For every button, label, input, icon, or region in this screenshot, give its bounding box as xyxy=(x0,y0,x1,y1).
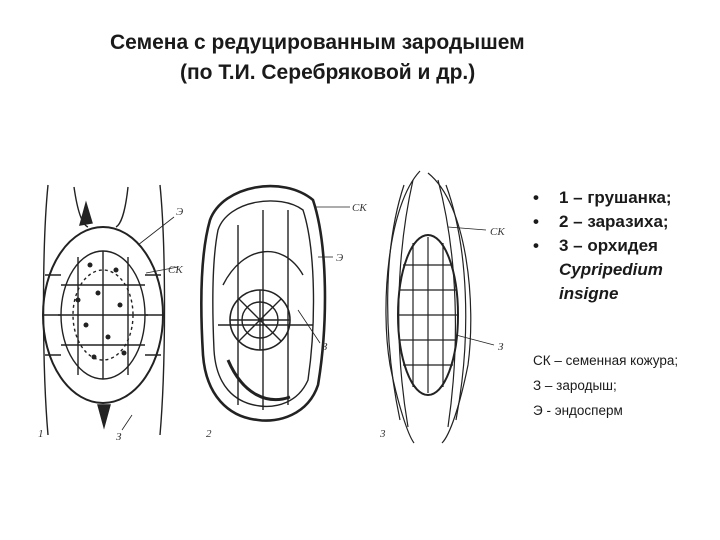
legend-embryo: З – зародыш; xyxy=(533,378,617,393)
seed-1-embryo-label: З xyxy=(116,431,122,443)
seed-3-drawing xyxy=(385,170,472,444)
bullet-icon: • xyxy=(533,188,539,207)
legend-endosperm: Э - эндосперм xyxy=(533,403,623,418)
seed-1-drawing xyxy=(42,184,166,436)
abbreviation-legend: СК – семенная кожура; З – зародыш; Э - э… xyxy=(533,348,713,423)
species-item-text: 2 – заразиха; xyxy=(559,212,669,231)
title-line-2: (по Т.И. Серебряковой и др.) xyxy=(180,61,476,84)
seed-2-coat-label: СК xyxy=(352,202,367,214)
species-item-text: 3 – орхидея xyxy=(559,236,658,255)
bullet-icon: • xyxy=(533,236,539,255)
seed-2-embryo-label: З xyxy=(322,341,328,353)
bullet-icon: • xyxy=(533,212,539,231)
species-item-1: • 1 – грушанка; xyxy=(533,186,713,210)
seed-2-drawing xyxy=(199,184,327,422)
species-item-text: 1 – грушанка; xyxy=(559,188,672,207)
species-list: • 1 – грушанка; • 2 – заразиха; • 3 – ор… xyxy=(533,186,713,306)
seed-2-endosperm-label: Э xyxy=(336,252,343,264)
seed-1-endosperm-label: Э xyxy=(176,206,183,218)
seed-3-coat-label: СК xyxy=(490,226,505,238)
seed-2-number: 2 xyxy=(206,428,212,440)
seed-3-number: 3 xyxy=(379,428,386,440)
species-item-3: • 3 – орхидея Cypripedium insigne xyxy=(533,234,713,306)
slide-title: Семена с редуцированным зародышем (по Т.… xyxy=(110,28,630,88)
seed-1-coat-label: СК xyxy=(168,264,183,276)
species-item-2: • 2 – заразиха; xyxy=(533,210,713,234)
species-genus: Cypripedium xyxy=(559,260,663,279)
title-line-1: Семена с редуцированным зародышем xyxy=(110,31,525,54)
seed-3-embryo-label: З xyxy=(498,341,504,353)
species-epithet: insigne xyxy=(559,284,619,303)
legend-coat: СК – семенная кожура; xyxy=(533,353,679,368)
seed-illustrations: Э СК 1 З СК Э З 2 СК З 3 xyxy=(38,170,505,444)
seed-1-number: 1 xyxy=(38,428,44,440)
